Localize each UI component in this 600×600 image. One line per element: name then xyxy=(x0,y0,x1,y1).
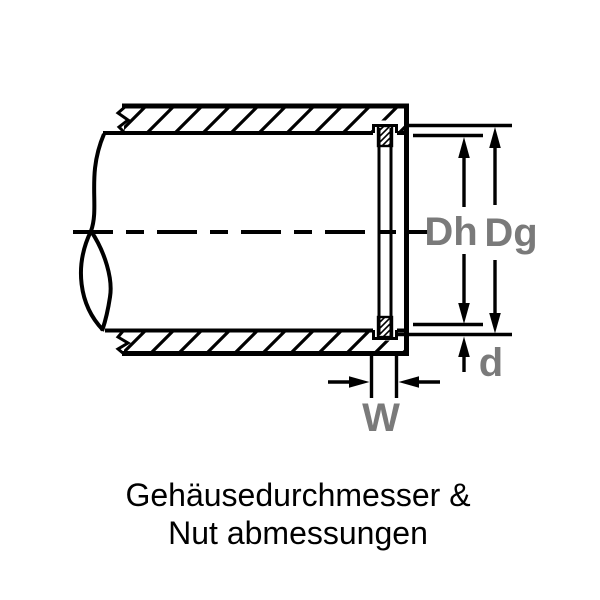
dimension-label-w: W xyxy=(362,396,400,440)
dg-dimension-line xyxy=(489,127,501,334)
dimension-label-dh: Dh xyxy=(424,210,477,254)
ring-bottom-section xyxy=(376,315,394,339)
top-wall-break-edge xyxy=(115,104,131,135)
housing-cross-section xyxy=(79,103,409,356)
dimension-label-d: d xyxy=(479,341,503,385)
dimensions: Dh Dg d W xyxy=(328,123,538,440)
caption-line-1: Gehäusedurchmesser & xyxy=(125,477,470,513)
d-dimension-arrow xyxy=(458,336,470,372)
bottom-groove-outline xyxy=(372,330,398,340)
caption: Gehäusedurchmesser & Nut abmessungen xyxy=(125,477,470,551)
top-housing-wall-hatch xyxy=(124,108,405,132)
w-extension-lines xyxy=(369,356,399,398)
dh-dimension-line xyxy=(458,137,470,324)
ring-top-section xyxy=(376,124,394,148)
bottom-housing-wall-hatch xyxy=(124,332,405,352)
w-dimension-arrows xyxy=(328,356,440,398)
housing-outline xyxy=(103,103,409,356)
bottom-wall-break-edge xyxy=(115,329,131,356)
caption-line-2: Nut abmessungen xyxy=(168,515,428,551)
dimension-label-dg: Dg xyxy=(484,211,537,255)
